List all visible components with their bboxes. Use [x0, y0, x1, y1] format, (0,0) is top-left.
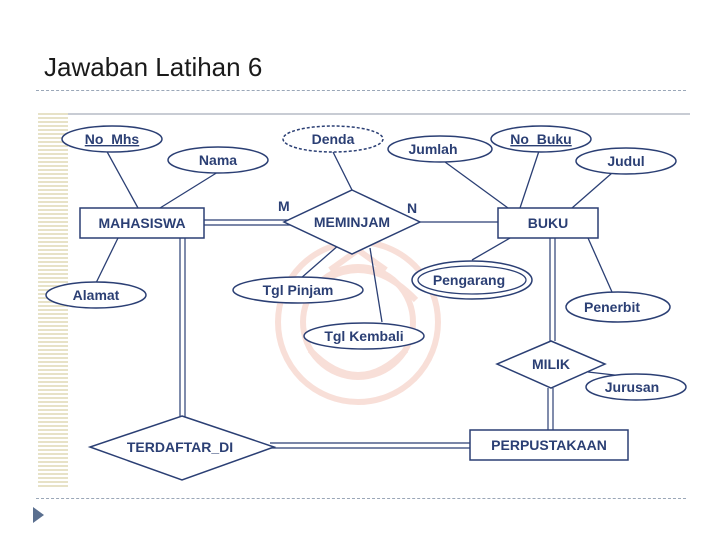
- entity-buku: BUKU: [497, 207, 599, 239]
- attribute-alamat: Alamat: [45, 281, 147, 309]
- entity-label: BUKU: [528, 215, 568, 231]
- relationship-milik: MILIK: [495, 340, 607, 389]
- relationship-label: MILIK: [532, 356, 570, 372]
- attribute-penerbit: Penerbit: [565, 291, 671, 323]
- attribute-label: No_Mhs: [85, 131, 140, 147]
- attribute-jurusan: Jurusan: [585, 373, 687, 401]
- attribute-label: Jumlah: [408, 141, 457, 157]
- attribute-label: Penerbit: [584, 299, 640, 315]
- attribute-nama: Nama: [167, 146, 269, 174]
- attribute-label: Judul: [607, 153, 644, 169]
- participation-lines: [179, 219, 556, 449]
- attribute-tgl-kembali: Tgl Kembali: [303, 322, 425, 350]
- footer-divider: [36, 498, 686, 499]
- attribute-label: Tgl Kembali: [324, 328, 403, 344]
- attribute-label: Denda: [312, 131, 355, 147]
- entity-perpustakaan: PERPUSTAKAAN: [469, 429, 629, 461]
- university-seal-watermark-icon: [275, 239, 441, 405]
- slide-bullet-arrow-icon: [33, 507, 44, 523]
- attribute-label: Jurusan: [605, 379, 659, 395]
- attribute-label: Tgl Pinjam: [263, 282, 334, 298]
- relationship-label: TERDAFTAR_DI: [127, 439, 233, 455]
- connector-lines: [95, 147, 633, 378]
- attribute-jumlah: Jumlah: [387, 135, 493, 163]
- attribute-no-mhs: No_Mhs: [61, 125, 163, 153]
- relationship-terdaftar-di: TERDAFTAR_DI: [87, 415, 277, 481]
- attribute-label: Nama: [199, 152, 237, 168]
- entity-mahasiswa: MAHASISWA: [79, 207, 205, 239]
- attribute-label: Pengarang: [433, 272, 505, 288]
- attribute-label: Alamat: [73, 287, 120, 303]
- relationship-label: MEMINJAM: [314, 214, 390, 230]
- attribute-label: No_Buku: [510, 131, 571, 147]
- diagram-frame-top: [68, 113, 690, 115]
- cardinality-n: N: [407, 200, 417, 216]
- relationship-meminjam: MEMINJAM: [282, 189, 422, 255]
- attribute-no-buku: No_Buku: [490, 125, 592, 153]
- attribute-pengarang: Pengarang: [411, 260, 533, 300]
- slide-title: Jawaban Latihan 6: [44, 52, 263, 82]
- attribute-judul: Judul: [575, 147, 677, 175]
- title-divider: [36, 90, 686, 91]
- attribute-denda: Denda: [282, 125, 384, 153]
- cardinality-m: M: [278, 198, 290, 214]
- attribute-tgl-pinjam: Tgl Pinjam: [232, 276, 364, 304]
- entity-label: MAHASISWA: [98, 215, 185, 231]
- entity-label: PERPUSTAKAAN: [491, 437, 607, 453]
